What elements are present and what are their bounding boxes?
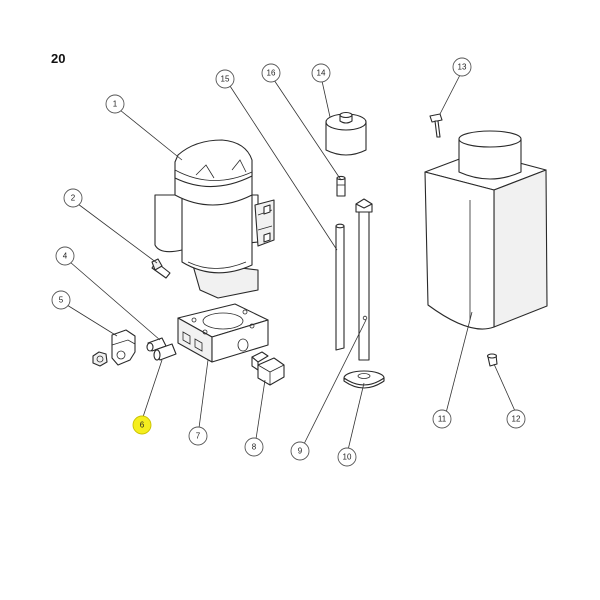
callout-16[interactable]: 16 (261, 63, 281, 83)
callout-14[interactable]: 14 (311, 63, 331, 83)
leader-7 (198, 359, 209, 429)
leader-12 (493, 363, 516, 412)
svg-text:10: 10 (343, 453, 352, 462)
part-dipstick[interactable] (429, 113, 443, 138)
part-return-tube[interactable] (335, 223, 345, 351)
svg-text:2: 2 (71, 194, 76, 203)
callout-8[interactable]: 8 (244, 437, 264, 457)
callout-5[interactable]: 5 (51, 290, 71, 310)
callout-9[interactable]: 9 (290, 441, 310, 461)
svg-text:4: 4 (63, 252, 68, 261)
callout-11[interactable]: 11 (432, 409, 452, 429)
leader-13 (439, 74, 461, 115)
leader-8 (255, 379, 266, 440)
svg-text:12: 12 (512, 415, 521, 424)
svg-text:8: 8 (252, 443, 257, 452)
svg-text:5: 5 (59, 296, 64, 305)
part-manifold-block[interactable] (177, 303, 269, 363)
leader-6 (142, 359, 163, 418)
leader-9 (303, 319, 367, 445)
callout-7[interactable]: 7 (188, 426, 208, 446)
callout-13[interactable]: 13 (452, 57, 472, 77)
svg-text:11: 11 (438, 415, 447, 424)
part-hex-plug[interactable] (251, 351, 285, 386)
callout-6[interactable]: 6 (132, 415, 152, 435)
svg-text:6: 6 (140, 421, 145, 430)
leader-10 (347, 382, 365, 451)
callout-15[interactable]: 15 (215, 69, 235, 89)
callout-4[interactable]: 4 (55, 246, 75, 266)
leader-4 (69, 261, 161, 341)
svg-text:15: 15 (221, 75, 230, 84)
svg-text:9: 9 (298, 447, 303, 456)
callout-12[interactable]: 12 (506, 409, 526, 429)
leader-11 (445, 311, 473, 414)
svg-text:7: 7 (196, 432, 201, 441)
part-bolt[interactable] (151, 258, 171, 279)
callout-1[interactable]: 1 (105, 94, 125, 114)
part-motor[interactable] (154, 139, 275, 299)
leader-14 (321, 80, 331, 118)
part-filler-cap[interactable] (325, 111, 367, 156)
part-reservoir-tank[interactable] (424, 130, 548, 330)
part-breather-pin[interactable] (336, 175, 346, 197)
part-drain-plug[interactable] (486, 353, 498, 367)
leader-16 (273, 79, 342, 181)
part-suction-filter[interactable] (343, 370, 385, 389)
leader-2 (77, 203, 158, 264)
svg-text:14: 14 (317, 69, 326, 78)
part-suction-pipe[interactable] (355, 198, 373, 361)
leader-1 (119, 109, 183, 161)
svg-text:13: 13 (458, 63, 467, 72)
svg-text:16: 16 (267, 69, 276, 78)
callout-10[interactable]: 10 (337, 447, 357, 467)
leader-5 (66, 304, 118, 337)
callouts: 1 2 4 5 6 7 8 9 10 11 12 13 14 15 16 (51, 57, 526, 467)
page-number: 20 (51, 51, 66, 66)
part-fitting[interactable] (146, 337, 177, 361)
part-coupler[interactable] (92, 329, 136, 367)
leader-lines (66, 74, 516, 451)
leader-15 (229, 85, 338, 251)
callout-2[interactable]: 2 (63, 188, 83, 208)
svg-text:1: 1 (113, 100, 118, 109)
